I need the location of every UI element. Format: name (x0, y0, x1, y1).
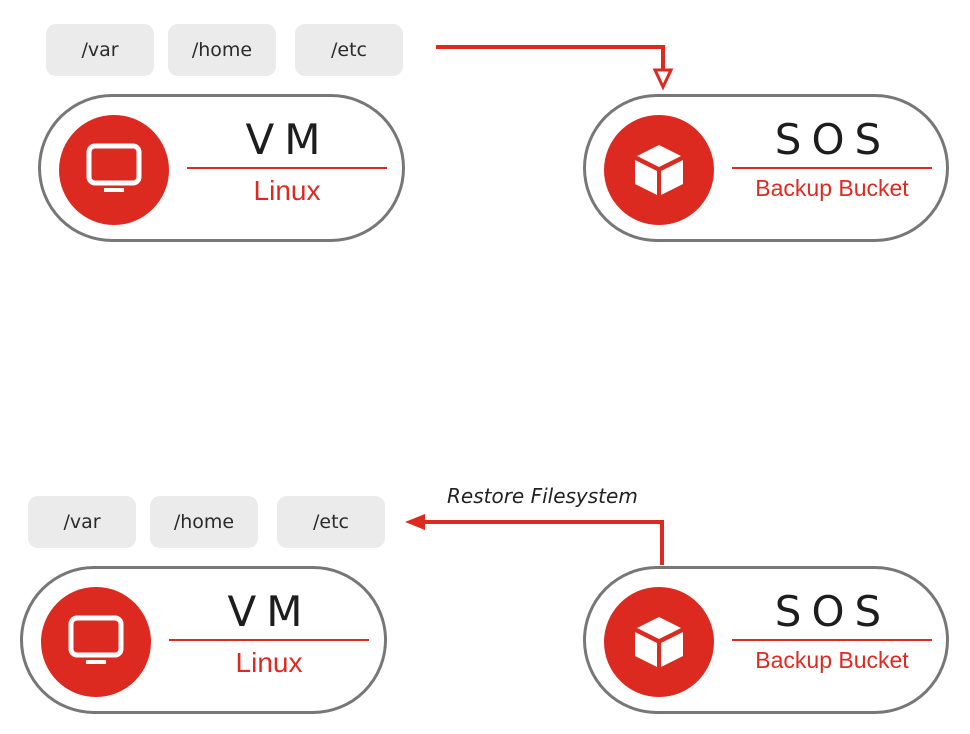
folder-chip-home: /home (168, 24, 276, 76)
vm-node: VM Linux (38, 94, 405, 242)
folder-label: /var (81, 39, 119, 61)
sos-node: SOS Backup Bucket (583, 566, 949, 714)
arrowhead-down-icon (652, 68, 674, 91)
vm-title: VM (245, 115, 331, 164)
vm-divider (169, 639, 369, 641)
restore-arrow (405, 514, 664, 565)
sos-node: SOS Backup Bucket (583, 94, 949, 242)
folder-label: /var (63, 511, 101, 533)
folder-chip-home: /home (150, 496, 258, 548)
folder-chip-etc: /etc (277, 496, 385, 548)
monitor-icon (86, 143, 142, 192)
backup-arrow (436, 45, 674, 91)
vm-icon-circle (59, 115, 169, 225)
folder-label: /etc (313, 511, 349, 533)
vm-subtitle: Linux (253, 175, 321, 206)
folder-chip-var: /var (28, 496, 136, 548)
vm-title: VM (227, 587, 313, 636)
monitor-icon (68, 615, 124, 664)
folder-chip-etc: /etc (295, 24, 403, 76)
vm-node: VM Linux (20, 566, 387, 714)
sos-title: SOS (774, 587, 892, 636)
folder-label: /home (173, 511, 235, 533)
folder-chip-var: /var (46, 24, 154, 76)
vm-icon-circle (41, 587, 151, 697)
folder-label: /etc (331, 39, 367, 61)
vm-divider (187, 167, 387, 169)
vm-subtitle: Linux (235, 647, 303, 678)
sos-title: SOS (774, 115, 892, 164)
sos-divider (732, 639, 932, 641)
cube-icon (635, 617, 683, 667)
arrowhead-left-icon (405, 514, 425, 530)
cube-icon (635, 145, 683, 195)
sos-icon-circle (604, 115, 714, 225)
sos-icon-circle (604, 587, 714, 697)
sos-subtitle: Backup Bucket (755, 175, 909, 201)
folder-label: /home (191, 39, 253, 61)
restore-arrow-label: Restore Filesystem (447, 484, 638, 508)
sos-divider (732, 167, 932, 169)
sos-subtitle: Backup Bucket (755, 647, 909, 673)
